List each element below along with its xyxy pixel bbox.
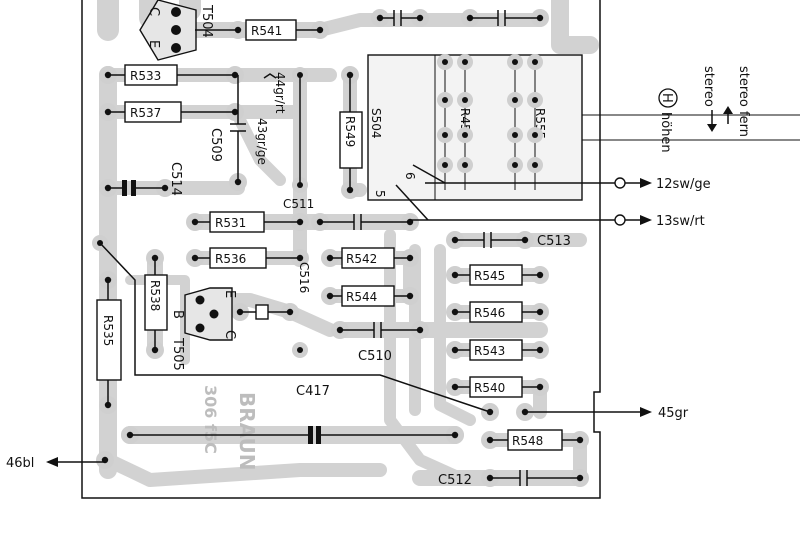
capacitor-c514: C514: [108, 162, 183, 196]
stereo-fern-label: stereo fern: [736, 66, 751, 137]
t505-pin-c: C: [222, 330, 237, 339]
resistor-r541: R541: [245, 19, 297, 41]
resistor-r531: R531: [195, 211, 265, 233]
capacitor-top-left: [380, 10, 420, 26]
capacitor-c516: C516: [297, 214, 410, 293]
svg-text:C513: C513: [537, 234, 571, 249]
svg-text:C512: C512: [438, 473, 472, 488]
small-resistor-t505: [240, 304, 290, 320]
ghost-silkscreen: BRAUN 306 f5C: [201, 385, 259, 471]
svg-text:R535: R535: [101, 315, 115, 346]
stereo-label: stereo: [701, 66, 716, 107]
capacitor-c417: C417: [130, 384, 455, 444]
resistor-r543: R543: [469, 339, 523, 361]
resistor-r536: R536: [195, 247, 267, 269]
t504-pin-e: E: [146, 40, 161, 48]
connection-lines: [99, 29, 580, 441]
switch-mark-5: 5: [373, 190, 387, 198]
resistor-r540: R540: [469, 376, 523, 398]
svg-text:R545: R545: [474, 269, 505, 283]
ghost-brand: BRAUN: [235, 392, 259, 471]
svg-text:C516: C516: [297, 262, 311, 293]
connector-46: 46bl: [6, 456, 105, 471]
wire-labels: 44gr/rt 43gr/ge: [255, 72, 287, 165]
wire-label-43: 43gr/ge: [255, 118, 269, 165]
svg-text:C510: C510: [358, 349, 392, 364]
svg-text:C514: C514: [168, 162, 183, 196]
svg-text:C509: C509: [208, 128, 223, 162]
capacitor-c510: C510: [340, 322, 420, 364]
resistor-r546: R546: [469, 301, 523, 323]
connector-13: 13sw/rt: [410, 214, 705, 229]
capacitor-c509: C509: [208, 75, 246, 182]
connector-45-label: 45gr: [658, 406, 689, 421]
hoehen-letter: H: [659, 93, 674, 103]
svg-text:R536: R536: [215, 252, 246, 266]
svg-text:R531: R531: [215, 216, 246, 230]
t504-label: T504: [199, 4, 214, 38]
capacitor-c512: C512: [438, 470, 580, 488]
capacitor-top-right: [470, 10, 540, 26]
t505-pin-e: E: [222, 290, 237, 298]
svg-text:R537: R537: [130, 106, 161, 120]
t505-pin-b: B: [170, 310, 185, 319]
t505-label: T505: [170, 337, 185, 371]
switch-mark-6: 6: [403, 172, 417, 180]
resistor-r548: R548: [490, 429, 563, 451]
svg-text:R541: R541: [251, 24, 282, 38]
svg-text:R544: R544: [346, 290, 377, 304]
capacitor-c513: C513: [455, 232, 571, 249]
connector-46-label: 46bl: [6, 456, 34, 471]
resistor-r533: R533: [108, 64, 178, 86]
capacitor-c511: C511: [283, 75, 314, 211]
resistor-r549: R549: [339, 75, 363, 190]
connector-13-label: 13sw/rt: [656, 214, 705, 229]
svg-text:R549: R549: [343, 116, 357, 147]
connector-12: 12sw/ge: [425, 177, 711, 192]
svg-text:C511: C511: [283, 197, 314, 211]
switch-label: S504: [369, 108, 383, 139]
svg-text:R540: R540: [474, 381, 505, 395]
transistor-t504: C E T504: [139, 0, 214, 61]
svg-text:R538: R538: [148, 280, 162, 311]
svg-text:C417: C417: [296, 384, 330, 399]
resistor-r535: R535: [96, 280, 122, 405]
connector-12-label: 12sw/ge: [656, 177, 711, 192]
svg-text:R548: R548: [512, 434, 543, 448]
connector-45: 45gr: [525, 406, 689, 421]
side-labels: H höhen stereo stereo fern: [658, 66, 751, 153]
solder-pads: [92, 9, 589, 487]
svg-text:R546: R546: [474, 306, 505, 320]
svg-text:R533: R533: [130, 69, 161, 83]
hoehen-label: höhen: [658, 112, 673, 153]
resistor-r544: R544: [330, 285, 395, 307]
transistor-t505: E C B T505: [170, 287, 237, 371]
resistor-r545: R545: [469, 264, 523, 286]
resistor-r538: R538: [144, 258, 168, 350]
t504-pin-c: C: [146, 7, 161, 16]
switch-s504: S504 R455 R555 6 5: [367, 54, 800, 201]
ghost-code: 306 f5C: [201, 385, 220, 454]
svg-text:R543: R543: [474, 344, 505, 358]
svg-text:R542: R542: [346, 252, 377, 266]
wire-label-44: 44gr/rt: [273, 72, 287, 114]
board-outline: [81, 0, 601, 499]
